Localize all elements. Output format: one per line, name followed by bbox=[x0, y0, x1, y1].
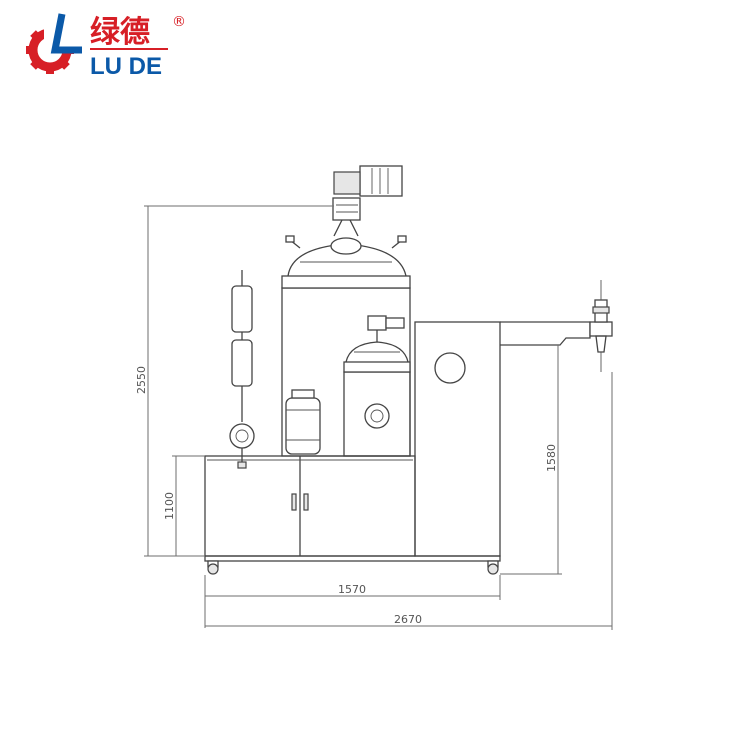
filter-assembly bbox=[229, 270, 255, 469]
dim-base-width-label: 1570 bbox=[338, 583, 366, 596]
wheel-icon bbox=[207, 560, 219, 575]
dimension-base-width bbox=[204, 575, 501, 628]
gauge-icon bbox=[434, 352, 466, 384]
sight-glass-icon bbox=[364, 403, 390, 429]
dim-nozzle-height-label: 1580 bbox=[545, 444, 558, 472]
base-cabinet bbox=[204, 455, 416, 557]
wheel-icon bbox=[487, 560, 499, 575]
dimension-nozzle-height bbox=[500, 345, 562, 575]
dim-base-height-label: 1100 bbox=[163, 492, 176, 520]
control-cabinet bbox=[414, 321, 501, 557]
bottle bbox=[285, 389, 321, 455]
dimension-base-height bbox=[172, 455, 205, 556]
brand-english: LU DE bbox=[90, 53, 162, 80]
nozzle-icon bbox=[595, 335, 607, 353]
small-tank bbox=[343, 315, 411, 457]
dim-total-width-label: 2670 bbox=[394, 613, 422, 626]
outlet-arm bbox=[500, 280, 613, 372]
base-rail bbox=[204, 555, 501, 575]
registered-mark: ® bbox=[172, 14, 186, 30]
dimension-total-height bbox=[144, 205, 334, 557]
motor-icon bbox=[333, 165, 403, 197]
dim-total-height-label: 2550 bbox=[135, 366, 148, 394]
brand-chinese: 绿德 bbox=[90, 15, 150, 50]
lude-logo: 绿德 ® LU DE bbox=[26, 13, 186, 80]
gear-icon bbox=[26, 13, 82, 74]
dimension-total-width bbox=[205, 372, 613, 630]
